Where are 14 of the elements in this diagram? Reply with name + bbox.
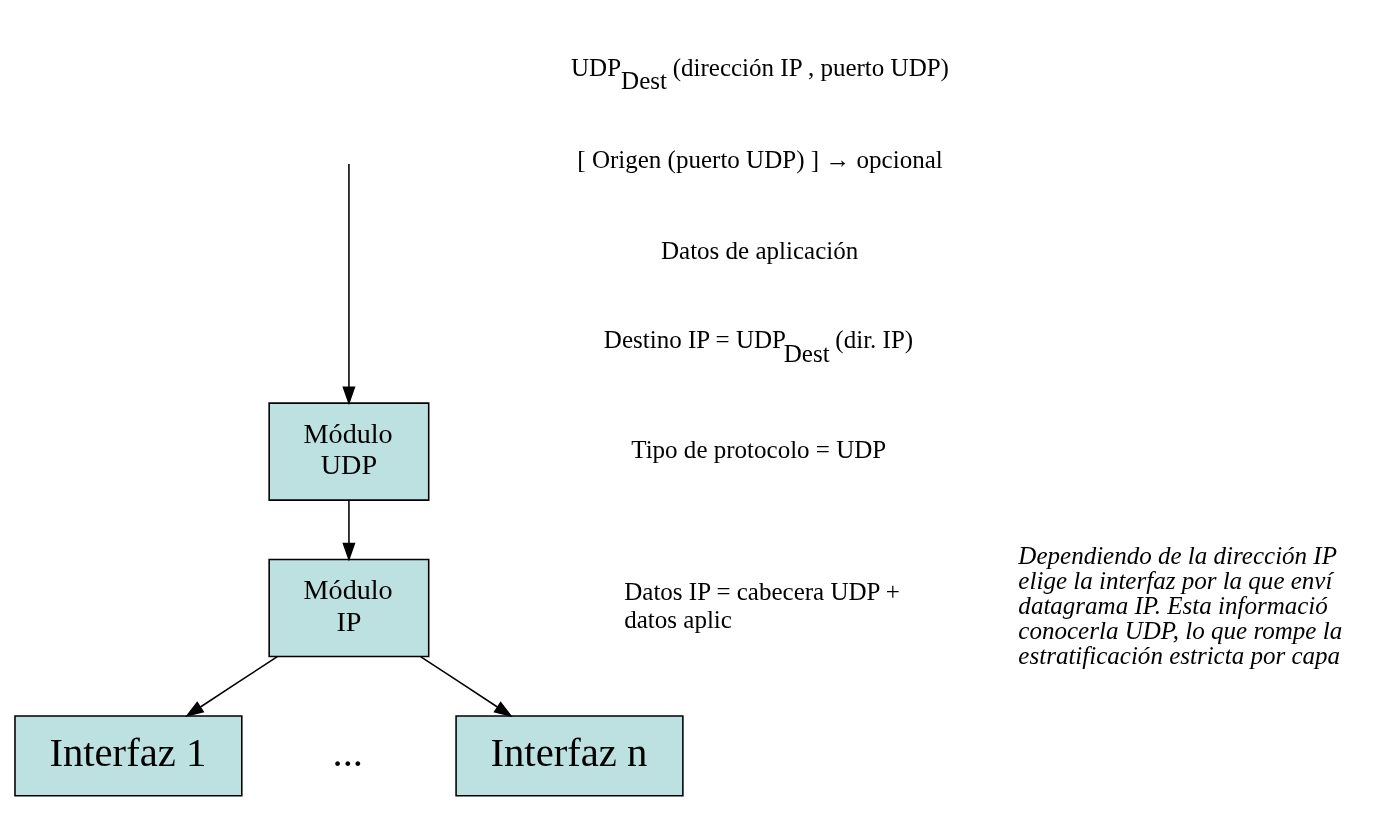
node-box: Módulo UDP [268,401,430,501]
node-box: Interfaz n [455,714,684,796]
label: ... [332,729,364,775]
label: Datos IP = cabecera UDP + datos aplic [624,577,900,633]
label: Dependiendo de la dirección IP elige la interfaz por la que enví datagrama IP. Esta informació conocerla UDP, lo que rompe la estratificación estricta por capa [1018,541,1343,669]
label: [ Origen (puerto UDP) ] → opcional [577,145,943,173]
arrow [342,499,356,561]
arrow [419,655,513,717]
node-box: Interfaz 1 [14,714,243,796]
arrow [342,162,356,405]
arrow [185,655,279,717]
node-box: Módulo IP [268,558,430,657]
label: Datos de aplicación [660,236,859,264]
label: Tipo de protocolo = UDP [631,435,887,463]
